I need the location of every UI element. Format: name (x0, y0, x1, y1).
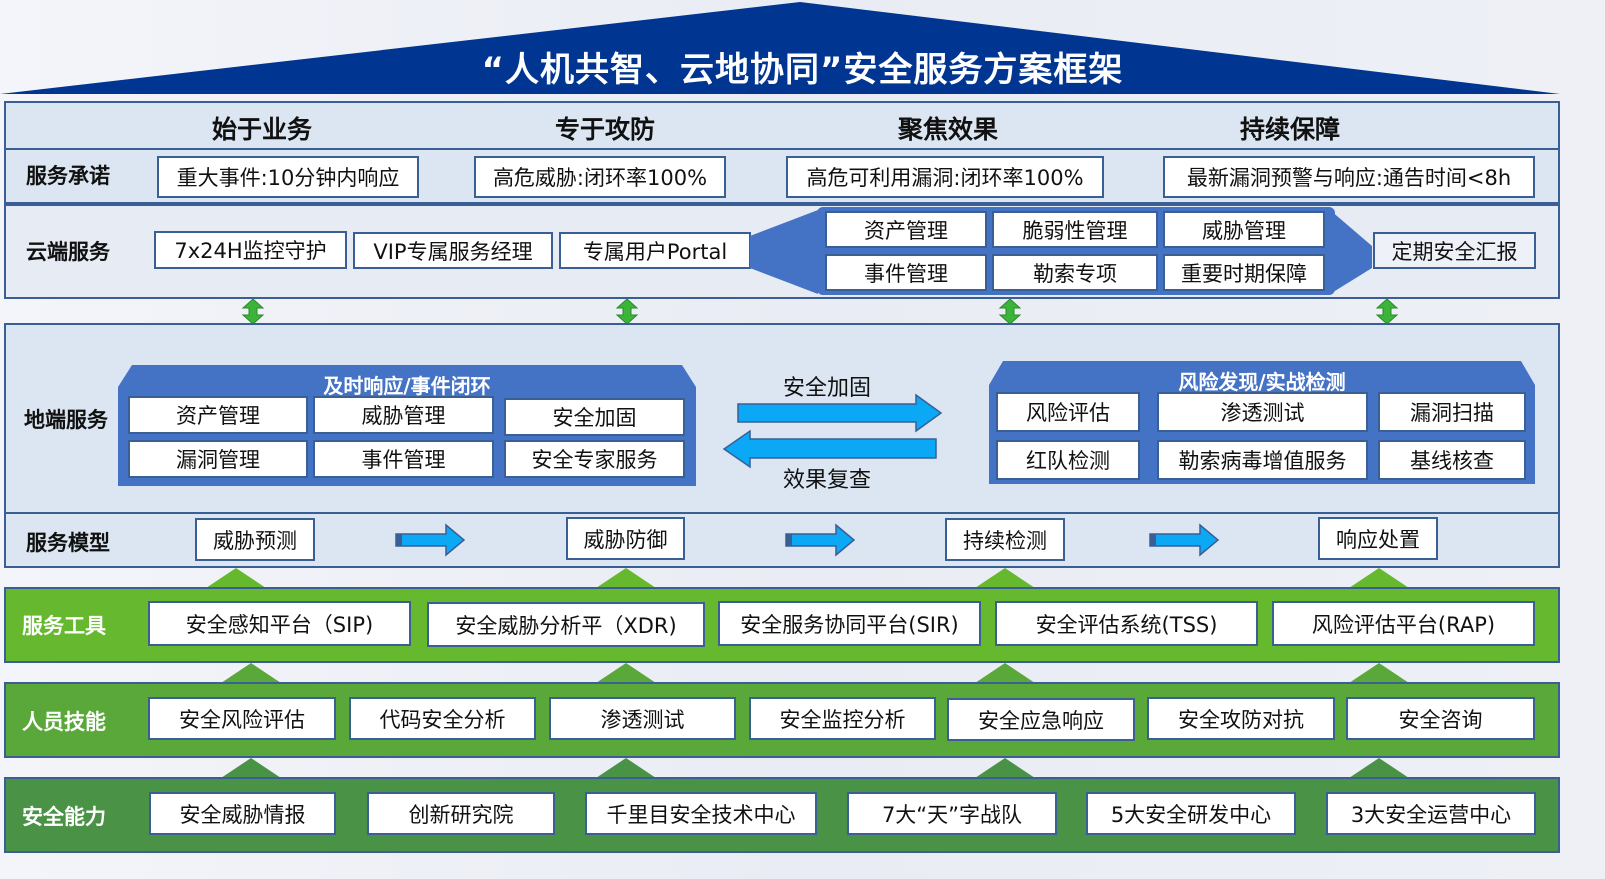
updown-arrow-icon (998, 298, 1022, 325)
connector-triangle (596, 663, 656, 683)
row-label-tools: 服务工具 (22, 614, 106, 638)
model-arrow-icon (395, 523, 466, 557)
arrow-label-review: 效果复查 (782, 468, 871, 493)
model-step: 持续检测 (945, 518, 1065, 561)
connector-triangle (221, 663, 281, 683)
tool-item: 安全服务协同平台(SIR) (718, 601, 981, 646)
row-label-ground: 地端服务 (24, 408, 108, 432)
skill-item: 安全攻防对抗 (1147, 697, 1335, 740)
tool-item: 安全感知平台（SIP) (148, 601, 411, 646)
column-head-effect: 聚焦效果 (897, 115, 998, 144)
cloud-grid-item: 威胁管理 (1163, 211, 1325, 248)
connector-triangle (1349, 568, 1409, 588)
ground-left-group-title: 及时响应/事件闭环 (323, 374, 491, 398)
capability-item: 安全威胁情报 (149, 792, 336, 835)
cloud-item: VIP专属服务经理 (353, 232, 553, 269)
tool-item: 安全评估系统(TSS) (995, 601, 1258, 646)
skill-item: 安全应急响应 (947, 698, 1135, 741)
model-step: 威胁防御 (566, 517, 685, 560)
column-head-assurance: 持续保障 (1239, 115, 1340, 144)
model-arrow-icon (1149, 523, 1220, 557)
cloud-grid-item: 重要时期保障 (1163, 254, 1325, 291)
commitment-item: 重大事件:10分钟内响应 (157, 156, 419, 198)
ground-left-item: 漏洞管理 (128, 440, 308, 478)
cloud-item: 专属用户Portal (559, 232, 751, 269)
cloud-item: 7x24H监控守护 (154, 231, 347, 269)
connector-triangle (975, 568, 1035, 588)
ground-left-item: 安全加固 (504, 398, 685, 436)
model-step: 响应处置 (1318, 517, 1438, 560)
model-arrow-icon (785, 523, 856, 557)
cloud-report-item: 定期安全汇报 (1373, 232, 1536, 269)
commitment-item: 最新漏洞预警与响应:通告时间<8h (1163, 156, 1535, 198)
left-arrow-icon (722, 429, 937, 469)
cloud-grid-item: 勒索专项 (992, 254, 1158, 291)
right-arrow-icon (737, 393, 943, 433)
skill-item: 安全咨询 (1346, 697, 1535, 740)
capability-item: 千里目安全技术中心 (585, 792, 817, 835)
skill-item: 渗透测试 (549, 697, 736, 740)
ground-right-item: 基线核查 (1378, 440, 1526, 480)
commitment-item: 高危可利用漏洞:闭环率100% (786, 156, 1104, 198)
ground-left-item: 安全专家服务 (504, 440, 685, 478)
cloud-grid-item: 脆弱性管理 (992, 211, 1158, 248)
row-label-skills: 人员技能 (22, 710, 106, 734)
updown-arrow-icon (615, 298, 639, 325)
skill-item: 代码安全分析 (349, 697, 536, 740)
connector-triangle (1349, 758, 1409, 778)
row-label-capability: 安全能力 (22, 805, 106, 829)
tool-item: 风险评估平台(RAP) (1272, 601, 1535, 646)
ground-right-item: 漏洞扫描 (1378, 392, 1526, 432)
column-head-offense-defense: 专于攻防 (554, 115, 655, 144)
cloud-funnel (750, 210, 1372, 294)
updown-arrow-icon (1375, 298, 1399, 325)
commitment-item: 高危威胁:闭环率100% (474, 156, 726, 198)
model-step: 威胁预测 (195, 518, 315, 561)
capability-item: 创新研究院 (367, 792, 555, 835)
skill-item: 安全风险评估 (148, 697, 336, 740)
capability-item: 7大“天”字战队 (847, 792, 1057, 835)
ground-right-group-title: 风险发现/实战检测 (1178, 370, 1346, 394)
tool-item: 安全威胁分析平（XDR) (427, 602, 705, 647)
connector-triangle (975, 758, 1035, 778)
row-label-commitment: 服务承诺 (26, 164, 110, 188)
connector-triangle (596, 758, 656, 778)
capability-item: 3大安全运营中心 (1326, 792, 1536, 835)
arrow-label-hardening: 安全加固 (782, 376, 871, 401)
row-label-cloud: 云端服务 (26, 240, 110, 264)
ground-right-item: 风险评估 (996, 392, 1140, 432)
connector-triangle (1349, 663, 1409, 683)
ground-right-item: 渗透测试 (1157, 392, 1368, 432)
ground-left-item: 资产管理 (128, 396, 308, 434)
column-head-business: 始于业务 (211, 115, 312, 144)
row-label-model: 服务模型 (26, 531, 110, 555)
connector-triangle (221, 758, 281, 778)
ground-right-item: 勒索病毒增值服务 (1157, 440, 1368, 480)
connector-triangle (206, 568, 266, 588)
ground-left-item: 事件管理 (313, 440, 494, 478)
roof-banner (0, 2, 1560, 94)
cloud-grid-item: 事件管理 (825, 254, 987, 291)
cloud-grid-item: 资产管理 (825, 211, 987, 248)
updown-arrow-icon (241, 298, 265, 325)
skill-item: 安全监控分析 (749, 697, 936, 740)
connector-triangle (975, 663, 1035, 683)
capability-item: 5大安全研发中心 (1086, 792, 1296, 835)
page-title: “人机共智、云地协同”安全服务方案框架 (481, 50, 1124, 90)
header-divider (4, 148, 1560, 150)
ground-right-item: 红队检测 (996, 440, 1140, 480)
connector-triangle (596, 568, 656, 588)
ground-left-item: 威胁管理 (313, 396, 494, 434)
